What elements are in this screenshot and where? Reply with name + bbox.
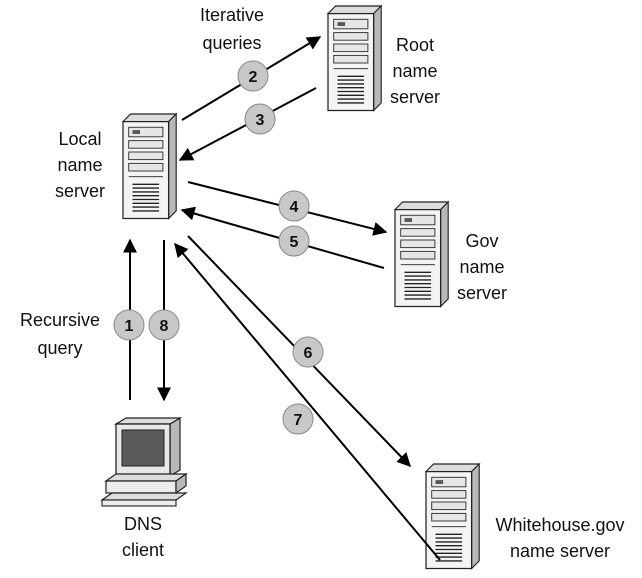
dns-client-computer-icon: [100, 416, 188, 507]
svg-text:Gov: Gov: [465, 231, 498, 251]
step-badge-2: 2: [237, 60, 269, 92]
whitehouse-name-server-label: Whitehouse.gov name server: [495, 515, 624, 561]
svg-text:Whitehouse.gov: Whitehouse.gov: [495, 515, 624, 535]
svg-text:Iterative: Iterative: [200, 5, 264, 25]
svg-text:name: name: [459, 257, 504, 277]
svg-text:3: 3: [256, 112, 265, 129]
svg-text:Root: Root: [396, 35, 434, 55]
step-badge-3: 3: [244, 103, 276, 135]
local-name-server-icon: [122, 113, 177, 220]
step-badge-1: 1: [113, 309, 145, 341]
svg-text:server: server: [390, 87, 440, 107]
svg-text:7: 7: [294, 412, 303, 429]
step-badge-7: 7: [282, 403, 314, 435]
step-badge-8: 8: [148, 309, 180, 341]
svg-text:server: server: [457, 283, 507, 303]
step-badge-4: 4: [278, 190, 310, 222]
root-name-server-icon: [327, 5, 382, 112]
root-name-server-label: Root name server: [390, 35, 440, 107]
dns-client-label: DNS client: [122, 514, 164, 560]
svg-text:8: 8: [160, 318, 169, 335]
svg-text:queries: queries: [202, 33, 261, 53]
svg-text:4: 4: [290, 199, 299, 216]
svg-text:2: 2: [249, 69, 258, 86]
recursive-query-label: Recursive query: [20, 310, 100, 358]
gov-name-server-label: Gov name server: [457, 231, 507, 303]
svg-text:server: server: [55, 181, 105, 201]
iterative-queries-label: Iterative queries: [200, 5, 264, 53]
svg-text:name: name: [392, 61, 437, 81]
step-badge-6: 6: [292, 336, 324, 368]
gov-name-server-icon: [394, 201, 449, 308]
svg-text:name: name: [57, 155, 102, 175]
step-badge-5: 5: [278, 225, 310, 257]
svg-text:client: client: [122, 540, 164, 560]
svg-text:Recursive: Recursive: [20, 310, 100, 330]
svg-text:DNS: DNS: [124, 514, 162, 534]
svg-text:5: 5: [290, 234, 299, 251]
arrow-whitehouse-to-local: [174, 242, 441, 561]
svg-text:1: 1: [125, 318, 134, 335]
svg-text:Local: Local: [58, 129, 101, 149]
svg-text:6: 6: [304, 345, 313, 362]
svg-text:query: query: [37, 338, 82, 358]
local-name-server-label: Local name server: [55, 129, 105, 201]
svg-text:name server: name server: [510, 541, 610, 561]
